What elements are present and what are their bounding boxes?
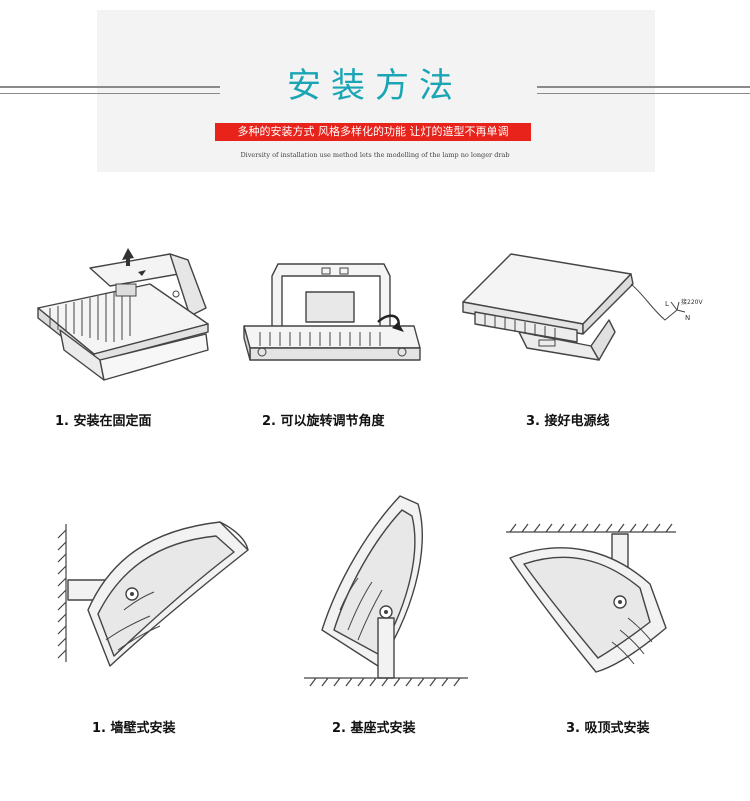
ceiling-mount-illustration <box>500 518 680 678</box>
page-title: 安装方法 <box>287 66 463 106</box>
divider-right <box>537 86 750 94</box>
header-banner <box>97 10 655 172</box>
wall-mount-illustration <box>40 490 260 680</box>
step1-illustration <box>30 238 220 388</box>
ceiling-mount-caption: 3. 吸顶式安装 <box>566 721 650 736</box>
english-subtitle: Diversity of installation use method let… <box>240 151 510 159</box>
step2-illustration <box>238 252 428 382</box>
tagline-bar: 多种的安装方式 风格多样化的功能 让灯的造型不再单调 <box>215 123 531 141</box>
wire-live-label: L <box>665 300 669 308</box>
step3-illustration: L N 接220V <box>455 248 705 378</box>
wire-neutral-label: N <box>685 314 690 322</box>
wall-mount-caption: 1. 墙壁式安装 <box>92 721 176 736</box>
base-mount-caption: 2. 基座式安装 <box>332 721 416 736</box>
step2-caption: 2. 可以旋转调节角度 <box>262 414 385 429</box>
step1-caption: 1. 安装在固定面 <box>55 414 152 429</box>
voltage-label: 接220V <box>681 298 703 306</box>
divider-left <box>0 86 220 94</box>
base-mount-illustration <box>298 490 478 690</box>
step3-caption: 3. 接好电源线 <box>526 414 610 429</box>
